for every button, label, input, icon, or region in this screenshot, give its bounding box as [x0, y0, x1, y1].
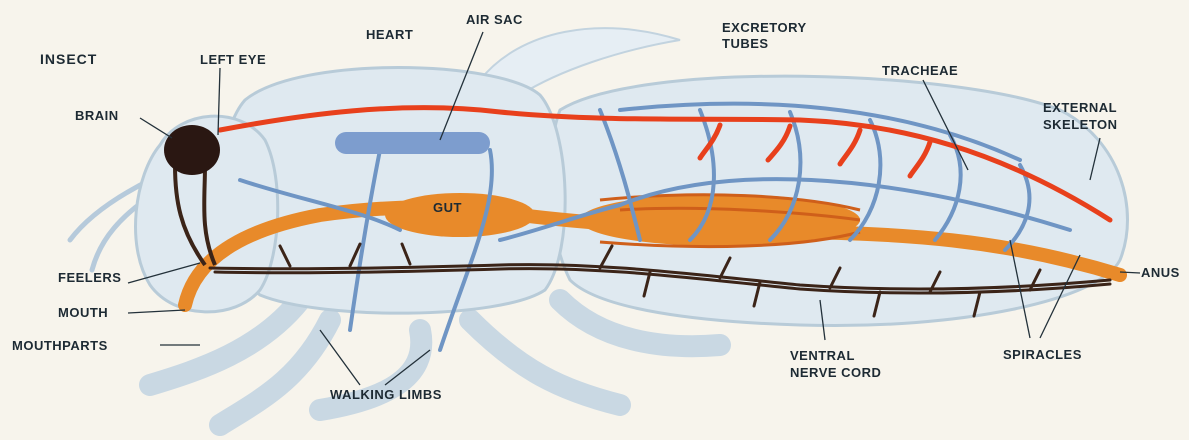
label-excretory-tubes-line1: EXCRETORY [722, 20, 807, 36]
label-ventral-nerve-cord-line1: VENTRAL [790, 348, 855, 364]
label-gut: GUT [433, 200, 462, 216]
label-excretory-tubes-line2: TUBES [722, 36, 769, 52]
label-air-sac: AIR SAC [466, 12, 523, 28]
label-mouth: MOUTH [58, 305, 108, 321]
walking-limbs-drawing [150, 300, 720, 425]
label-anus: ANUS [1141, 265, 1180, 281]
diagram-title: INSECT [40, 51, 97, 67]
label-feelers: FEELERS [58, 270, 121, 286]
label-heart: HEART [366, 27, 413, 43]
label-left-eye: LEFT EYE [200, 52, 266, 68]
label-spiracles: SPIRACLES [1003, 347, 1082, 363]
label-tracheae: TRACHEAE [882, 63, 958, 79]
label-external-skeleton-line2: SKELETON [1043, 117, 1118, 133]
label-brain: BRAIN [75, 108, 119, 124]
air-sac-drawing [335, 132, 490, 154]
label-walking-limbs: WALKING LIMBS [330, 387, 442, 403]
label-ventral-nerve-cord-line2: NERVE CORD [790, 365, 881, 381]
label-external-skeleton-line1: EXTERNAL [1043, 100, 1117, 116]
label-mouthparts: MOUTHPARTS [12, 338, 108, 354]
